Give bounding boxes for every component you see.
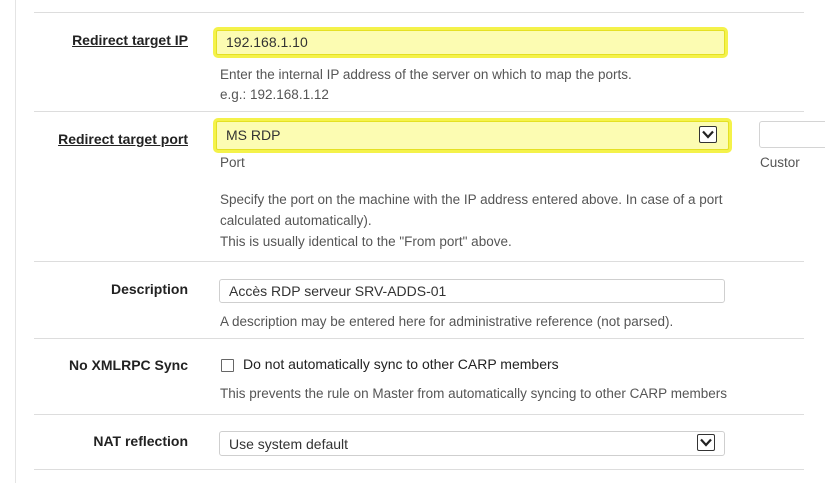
divider <box>34 338 804 339</box>
redirect-target-ip-label: Redirect target IP <box>72 32 188 48</box>
redirect-target-port-help-2: calculated automatically). <box>220 213 372 228</box>
divider <box>34 261 804 262</box>
description-input[interactable]: Accès RDP serveur SRV-ADDS-01 <box>219 279 725 303</box>
redirect-target-port-selected: MS RDP <box>226 127 281 143</box>
port-caption: Port <box>220 155 245 170</box>
panel-left-border <box>15 0 16 483</box>
custom-caption: Custor <box>760 155 800 170</box>
redirect-target-port-help: Specify the port on the machine with the… <box>220 192 723 207</box>
nat-reflection-selected: Use system default <box>229 436 349 452</box>
description-label: Description <box>110 281 188 297</box>
chevron-down-icon[interactable] <box>699 126 717 143</box>
redirect-target-ip-help: Enter the internal IP address of the ser… <box>220 67 632 82</box>
redirect-target-port-help-3: This is usually identical to the "From p… <box>220 234 512 249</box>
redirect-target-port-select[interactable]: MS RDP <box>213 118 732 153</box>
chevron-down-icon[interactable] <box>697 434 715 451</box>
xmlrpc-sync-checkbox-label: Do not automatically sync to other CARP … <box>243 356 559 372</box>
redirect-target-ip-input[interactable]: 192.168.1.10 <box>213 27 728 58</box>
xmlrpc-sync-help: This prevents the rule on Master from au… <box>220 386 727 401</box>
description-help: A description may be entered here for ad… <box>220 314 674 329</box>
divider <box>34 12 804 13</box>
divider <box>34 469 804 470</box>
xmlrpc-sync-label: No XMLRPC Sync <box>68 357 188 373</box>
nat-reflection-label: NAT reflection <box>93 433 188 449</box>
xmlrpc-sync-checkbox[interactable] <box>221 359 234 372</box>
divider <box>34 414 804 415</box>
nat-reflection-select[interactable]: Use system default <box>219 431 725 456</box>
custom-port-input[interactable] <box>759 121 825 148</box>
divider <box>34 111 804 112</box>
redirect-target-ip-example: e.g.: 192.168.1.12 <box>220 87 329 102</box>
redirect-target-port-label: Redirect target port <box>58 131 188 147</box>
